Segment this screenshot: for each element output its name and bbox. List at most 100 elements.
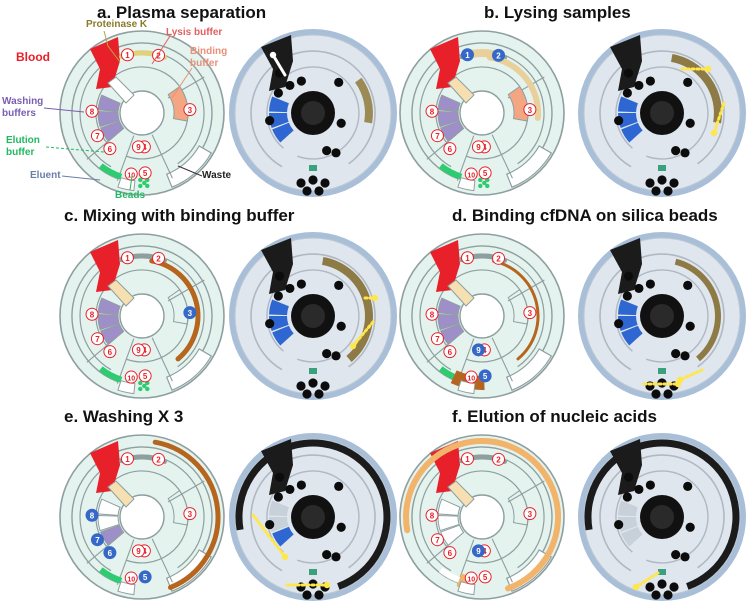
bead [145,183,150,189]
washing-buffer-chamber [437,94,461,112]
photo-hub-inner [301,505,325,529]
eluent-chamber [117,380,136,395]
photo-magnet [669,178,679,188]
photo-liquid-arc [670,53,722,124]
chamber-number-label: 7 [95,335,100,344]
photo-wash-chamber [618,517,638,533]
photo-magnet [669,582,679,592]
photo-hub-inner [301,304,325,328]
washing-buffer-chamber [440,323,465,345]
photo-magnet [334,481,344,491]
photo-magnet [683,481,693,491]
photo-magnet [622,291,632,301]
chamber-number-label: 3 [528,510,533,519]
binding-buffer-label-2: buffer [190,58,219,69]
panel-e-title: e. Washing X 3 [64,407,184,426]
chamber-number-label: 2 [156,52,161,61]
photo-magnet [614,319,624,329]
photo-magnet [274,271,285,281]
chamber-number-label: 5 [483,372,488,381]
photo-magnet [308,175,318,185]
chamber-number-label: 5 [483,169,488,178]
chamber-number-label: 9 [476,547,481,556]
chamber-number-badge [464,167,478,181]
photo-magnet [651,186,661,196]
washing-buffer-chamber [437,514,460,532]
flow-arrow-head [269,51,277,59]
photo-liquid-arc [321,256,373,362]
photo-magnet [265,116,275,126]
photo-magnet [320,381,330,391]
radial-channel [151,538,173,583]
photo-magnet [336,321,346,331]
washing-buffer-chamber [97,498,121,516]
photo-magnet [314,590,324,600]
waste-chamber [165,549,213,592]
photo-magnet [314,389,324,399]
waste-chamber [165,348,213,391]
flow-arrow-head [371,294,379,302]
bead [485,183,490,189]
panel-f-title: f. Elution of nucleic acids [452,407,657,426]
chamber-number-badge [478,570,492,584]
blood-chamber [90,37,120,89]
chamber-number-label: 7 [435,536,440,545]
chamber-number-label: 7 [95,536,100,545]
chamber-number-badge [90,533,104,547]
washing-buffer-chamber [437,110,460,128]
photo-magnet [634,484,644,495]
proteinase-k-leader [103,30,121,63]
chamber-number-badge [523,103,537,117]
chamber-number-label: 7 [95,132,100,141]
chamber-number-badge [103,142,117,156]
binding-buffer-chamber [167,85,189,122]
chamber-number-badge [471,343,485,357]
photo-magnet [671,549,681,560]
bead [478,183,483,189]
flow-arrow-head [349,342,357,350]
chamber-number-badge [152,251,166,265]
photo-wash-chamber [621,526,643,547]
photo-blood-chamber [261,439,293,495]
photo-magnet [663,590,673,600]
chamber-number-label: 3 [188,106,193,115]
chamber-number-label: 3 [188,510,193,519]
center-hub [119,90,165,136]
photo-hub-inner [650,304,674,328]
photo-magnet [302,186,312,196]
photo-hub-inner [650,505,674,529]
panel-d-title: d. Binding cfDNA on silica beads [452,206,718,225]
washing-buffer-chamber [440,524,465,546]
elution-buffer-chamber [98,163,123,180]
binding-buffer-chamber [507,288,529,325]
chamber-number-badge [460,452,474,466]
chamber-number-badge [460,251,474,265]
flow-arrow [251,513,287,559]
chamber-number-badge [492,48,506,62]
photo-magnet [680,351,690,361]
bead [138,177,143,183]
radial-channel [167,279,205,302]
chamber-number-badge [471,140,485,154]
photo-magnet [623,472,634,482]
bead [138,380,143,386]
chamber-number-badge [425,508,439,522]
photo-wash-chamber [269,517,289,533]
photo-magnet [302,389,312,399]
photo-magnet [634,283,644,294]
photo-magnet [685,321,695,331]
chamber-number-badge [443,142,457,156]
photo-blood-chamber [610,238,642,294]
chamber-number-label: 6 [108,348,113,357]
washing-buffer-chamber [97,110,120,128]
bead [478,177,483,183]
flow-arrow [634,571,660,589]
panel-c-photo [229,232,397,400]
radial-channel [167,480,205,503]
photo-blood-chamber [261,238,293,294]
photo-magnet [273,88,283,98]
chamber-number-label: 1 [465,455,470,464]
chamber-number-badge [138,369,152,383]
outer-ring-channel [71,245,213,383]
blood-chamber [90,240,120,292]
